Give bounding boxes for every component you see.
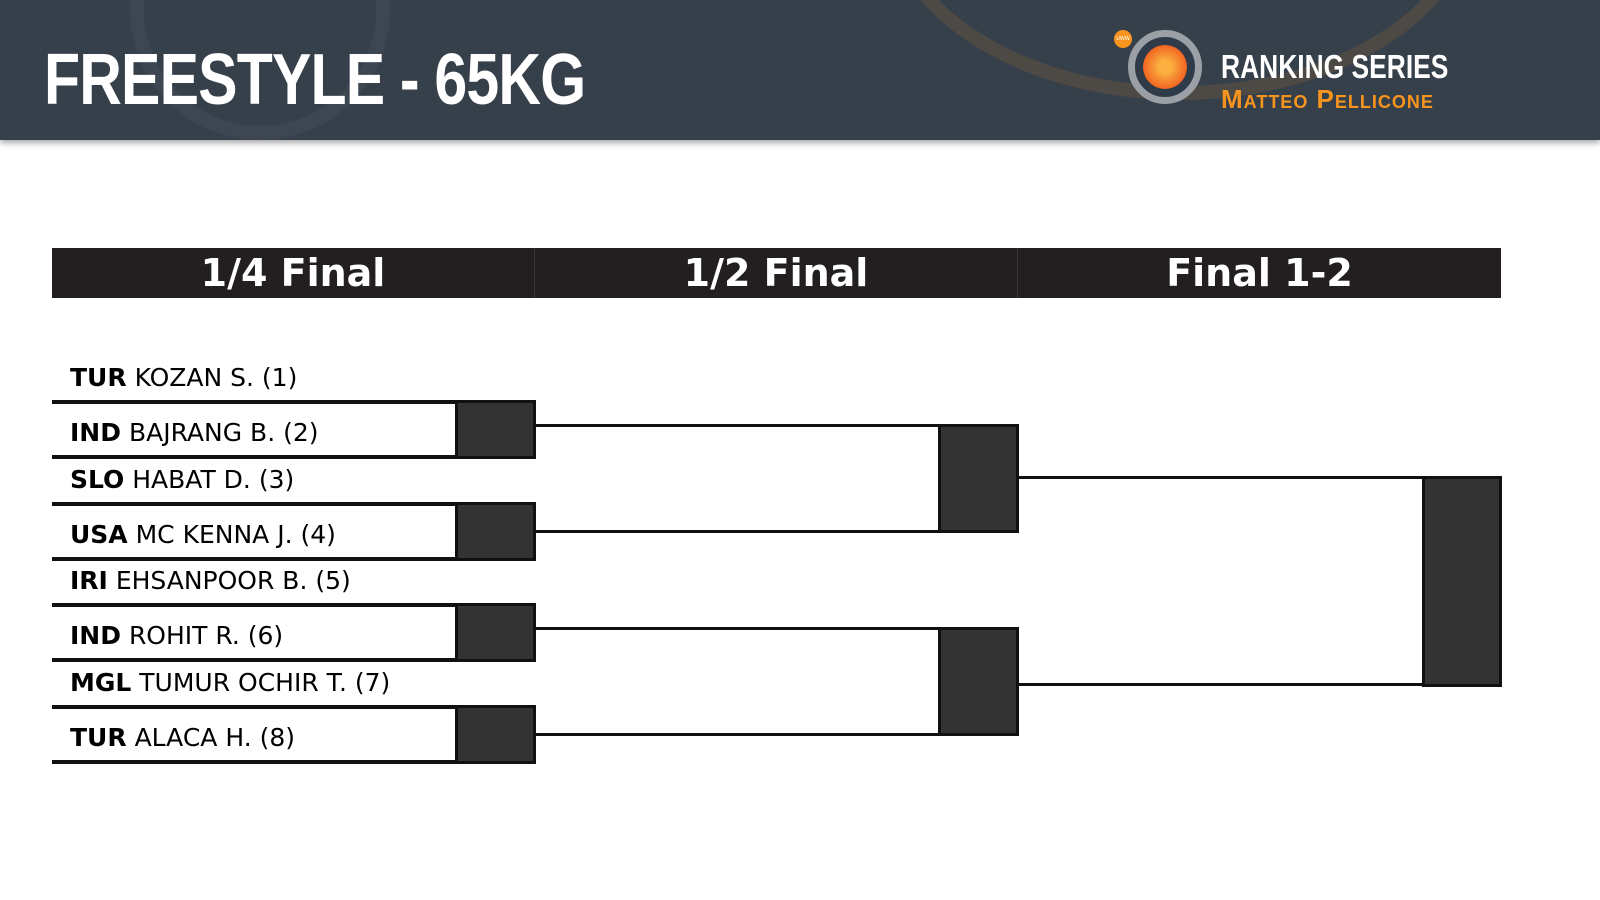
bracket-connector [1018, 476, 1424, 479]
athlete-country: IND [70, 418, 121, 447]
bracket-connector [535, 530, 940, 533]
athlete-name: BAJRANG B. (2) [128, 418, 319, 447]
final-result-box[interactable] [1422, 476, 1502, 687]
athlete-name: ALACA H. (8) [134, 723, 295, 752]
quarterfinal-result-box[interactable] [455, 603, 536, 662]
bracket-line [52, 705, 536, 709]
athlete-country: SLO [70, 465, 125, 494]
round-header-quarterfinal: 1/4 Final [52, 248, 535, 298]
bracket-line [52, 603, 536, 607]
header-banner: FREESTYLE - 65KG UWW RANKING SERIES Matt… [0, 0, 1600, 140]
athlete-name: HABAT D. (3) [132, 465, 295, 494]
athlete-entry: IRI EHSANPOOR B. (5) [70, 566, 351, 596]
page-title: FREESTYLE - 65KG [44, 40, 586, 120]
bracket-line [52, 557, 536, 561]
athlete-country: MGL [70, 668, 132, 697]
series-name: RANKING SERIES [1221, 48, 1449, 85]
quarterfinal-result-box[interactable] [455, 705, 536, 764]
athlete-entry: TUR KOZAN S. (1) [70, 363, 297, 393]
bracket-line [52, 455, 536, 459]
semifinal-result-box[interactable] [938, 627, 1019, 736]
athlete-name: MC KENNA J. (4) [135, 520, 336, 549]
athlete-entry: IND ROHIT R. (6) [70, 621, 283, 651]
athlete-entry: TUR ALACA H. (8) [70, 723, 295, 753]
athlete-entry: USA MC KENNA J. (4) [70, 520, 336, 550]
athlete-name: ROHIT R. (6) [128, 621, 284, 650]
bracket-line [52, 760, 536, 764]
athlete-country: IND [70, 621, 121, 650]
bracket-connector [535, 627, 940, 630]
bracket-connector [1018, 683, 1424, 686]
athlete-name: EHSANPOOR B. (5) [115, 566, 351, 595]
athlete-country: IRI [70, 566, 108, 595]
athlete-entry: MGL TUMUR OCHIR T. (7) [70, 668, 390, 698]
quarterfinal-result-box[interactable] [455, 400, 536, 459]
athlete-country: TUR [70, 723, 127, 752]
bracket-line [52, 502, 536, 506]
bracket-line [52, 658, 536, 662]
athlete-entry: IND BAJRANG B. (2) [70, 418, 319, 448]
ranking-series-logo-icon [1128, 30, 1202, 104]
round-header-semifinal: 1/2 Final [535, 248, 1018, 298]
event-name: Matteo Pellicone [1221, 84, 1434, 114]
athlete-country: USA [70, 520, 128, 549]
semifinal-result-box[interactable] [938, 424, 1019, 533]
athlete-name: KOZAN S. (1) [134, 363, 298, 392]
round-header-final: Final 1-2 [1018, 248, 1501, 298]
quarterfinal-result-box[interactable] [455, 502, 536, 561]
bracket-connector [535, 733, 940, 736]
athlete-entry: SLO HABAT D. (3) [70, 465, 294, 495]
uww-badge: UWW [1114, 30, 1132, 48]
bracket-line [52, 400, 536, 404]
athlete-country: TUR [70, 363, 127, 392]
athlete-name: TUMUR OCHIR T. (7) [139, 668, 391, 697]
bracket-connector [535, 424, 940, 427]
